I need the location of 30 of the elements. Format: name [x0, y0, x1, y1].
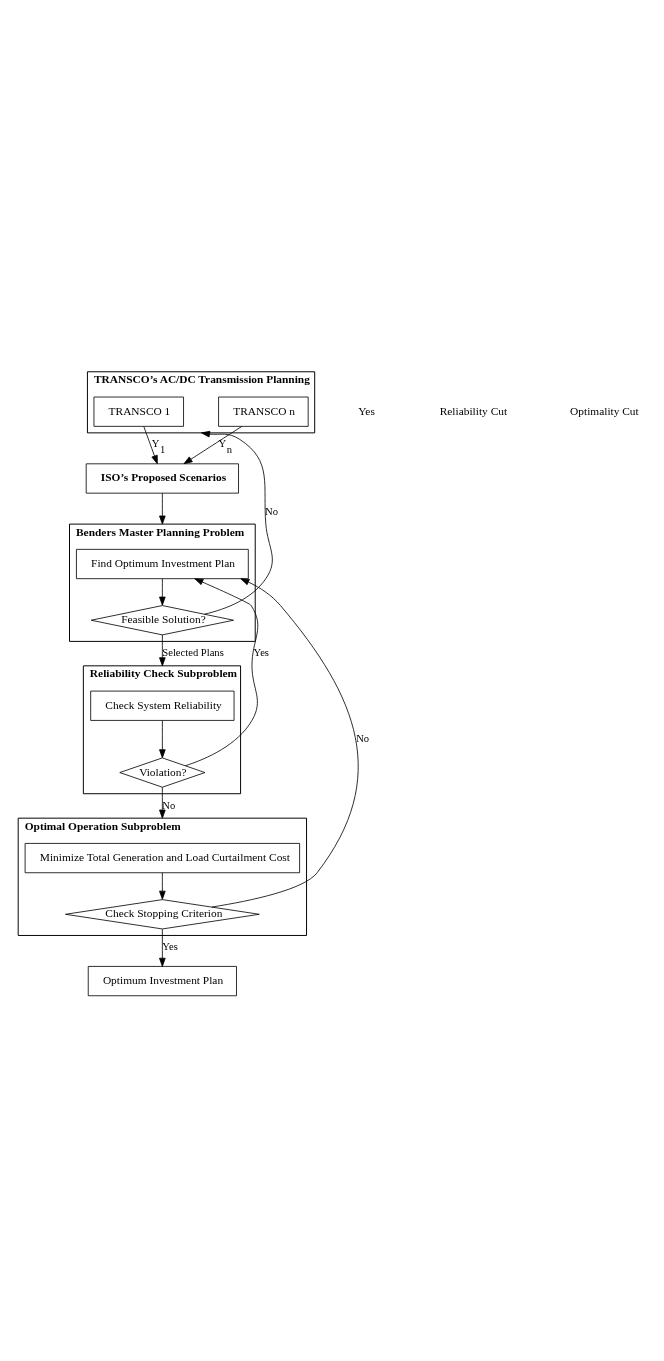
edge-label: No: [265, 505, 278, 517]
node-box: TRANSCO n: [218, 396, 309, 427]
edge-label: Selected Plans: [162, 647, 224, 659]
edge-label: No: [356, 732, 370, 744]
node-box: Optimum Investment Plan: [87, 966, 237, 997]
arrow: [159, 720, 166, 759]
node-box: ISO’s Proposed Scenarios: [85, 463, 239, 494]
arrow: [159, 578, 166, 606]
arrow: [211, 578, 359, 908]
node-box: Check System Reliability: [90, 690, 235, 721]
arrow: [159, 634, 166, 667]
arrow: [159, 786, 166, 819]
arrow: [159, 492, 166, 525]
arrow: [185, 578, 259, 767]
edge-label: No: [162, 799, 176, 811]
label: Reliability Cut: [439, 404, 508, 417]
arrow: [159, 928, 166, 967]
label: Yes: [358, 404, 375, 417]
node-box: TRANSCO 1: [93, 396, 184, 427]
node-diamond: Feasible Solution?: [90, 605, 234, 636]
node-diamond: Violation?: [119, 757, 206, 788]
label: Optimality Cut: [570, 404, 639, 417]
node-diamond: Check Stopping Criterion: [65, 899, 260, 930]
arrow: [183, 426, 243, 465]
arrow: [159, 872, 166, 900]
node-box: Minimize Total Generation and Load Curtailment Cost: [24, 843, 301, 874]
arrow: [201, 430, 273, 615]
arrow: [143, 426, 158, 465]
edge-label: Yes: [253, 647, 269, 659]
node-box: Find Optimum Investment Plan: [76, 548, 249, 580]
